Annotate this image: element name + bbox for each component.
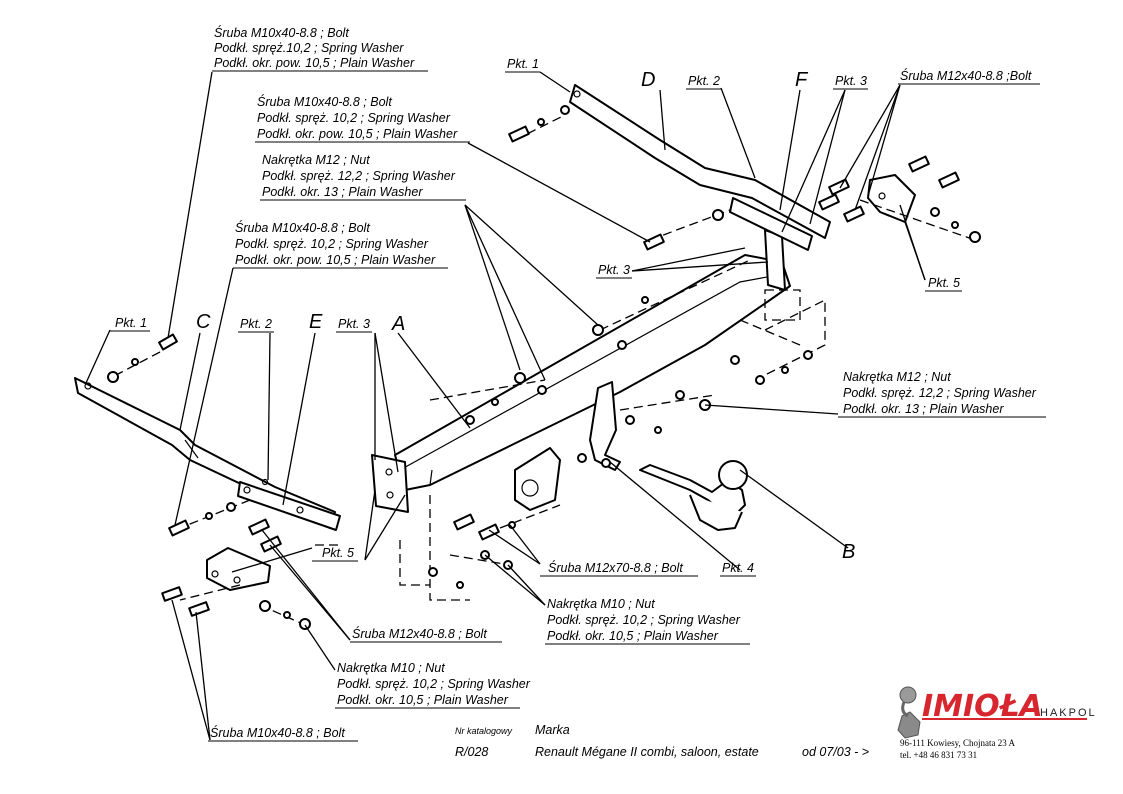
label-pkt4: Pkt. 4 <box>722 561 754 575</box>
label-pkt3-mid: Pkt. 3 <box>598 263 630 277</box>
hitch-icon <box>897 686 921 739</box>
label-nut-right-2: Podkł. spręż. 12,2 ; Spring Washer <box>843 386 1037 400</box>
label-bolt-left-1: Śruba M10x40-8.8 ; Bolt <box>235 220 370 235</box>
logo-address: 96-111 Kowiesy, Chojnata 23 A <box>900 738 1015 748</box>
label-bolt-m12x40-bottom: Śruba M12x40-8.8 ; Bolt <box>352 626 487 641</box>
label-pkt1-left: Pkt. 1 <box>115 316 147 330</box>
left-lower-bracket <box>206 547 271 591</box>
right-arm-d <box>569 84 831 239</box>
label-pkt3-top: Pkt. 3 <box>835 74 867 88</box>
title-block: Nr katalogowy R/028 Marka Renault Mégane… <box>455 723 869 759</box>
label-bolt-mid-3: Podkł. okr. pow. 10,5 ; Plain Washer <box>257 127 458 141</box>
label-nut-m10-bottom-1: Nakrętka M10 ; Nut <box>337 661 445 675</box>
brand-label: Marka <box>535 723 570 737</box>
socket-bracket <box>514 447 561 511</box>
label-nut-m10-bottom-3: Podkł. okr. 10,5 ; Plain Washer <box>337 693 509 707</box>
catalog-label: Nr katalogowy <box>455 726 513 736</box>
label-pkt2-top: Pkt. 2 <box>688 74 720 88</box>
left-plate-e <box>237 481 341 531</box>
dashed-guides <box>315 289 826 601</box>
logo-subtitle: HAKPOL <box>1040 707 1097 719</box>
center-hanger <box>589 381 621 471</box>
label-nut-m10-center-2: Podkł. spręż. 10,2 ; Spring Washer <box>547 613 741 627</box>
label-nut-upper-2: Podkł. spręż. 12,2 ; Spring Washer <box>262 169 456 183</box>
company-logo: IMIOŁA HAKPOL 96-111 Kowiesy, Chojnata 2… <box>897 686 1097 760</box>
label-bolt-bottom-left: Śruba M10x40-8.8 ; Bolt <box>210 725 345 740</box>
label-bolt-top-left-2: Podkł. spręż.10,2 ; Spring Washer <box>214 41 404 55</box>
label-pkt1-top: Pkt. 1 <box>507 57 539 71</box>
label-nut-upper-1: Nakrętka M12 ; Nut <box>262 153 370 167</box>
label-pkt5-left: Pkt. 5 <box>322 546 354 560</box>
label-nut-right-3: Podkł. okr. 13 ; Plain Washer <box>843 402 1004 416</box>
right-rear-bracket <box>867 174 916 223</box>
from-date: od 07/03 - > <box>802 745 869 759</box>
letter-d: D <box>641 69 655 91</box>
label-bolt-left-3: Podkł. okr. pow. 10,5 ; Plain Washer <box>235 253 436 267</box>
label-pkt3-left: Pkt. 3 <box>338 317 370 331</box>
label-bolt-mid-2: Podkł. spręż. 10,2 ; Spring Washer <box>257 111 451 125</box>
letter-f: F <box>795 69 809 91</box>
label-bolt-left-2: Podkł. spręż. 10,2 ; Spring Washer <box>235 237 429 251</box>
letter-c: C <box>196 311 211 333</box>
vehicle-model: Renault Mégane II combi, saloon, estate <box>535 745 759 759</box>
label-nut-m10-bottom-2: Podkł. spręż. 10,2 ; Spring Washer <box>337 677 531 691</box>
label-bolt-top-left-1: Śruba M10x40-8.8 ; Bolt <box>214 25 349 40</box>
label-pkt2-left: Pkt. 2 <box>240 317 272 331</box>
label-bolt-top-left-3: Podkł. okr. pow. 10,5 ; Plain Washer <box>214 56 415 70</box>
letter-e: E <box>309 311 323 333</box>
letter-b: B <box>842 541 855 563</box>
label-bolt-m12x70: Śruba M12x70-8.8 ; Bolt <box>548 560 683 575</box>
logo-phone: tel. +48 46 831 73 31 <box>900 750 977 760</box>
label-nut-m10-center-3: Podkł. okr. 10,5 ; Plain Washer <box>547 629 719 643</box>
label-nut-upper-3: Podkł. okr. 13 ; Plain Washer <box>262 185 423 199</box>
label-group: Śruba M10x40-8.8 ; Bolt Podkł. spręż.10,… <box>110 25 1046 742</box>
tow-ball-neck-b <box>639 460 748 531</box>
label-pkt5-right: Pkt. 5 <box>928 276 960 290</box>
leader-lines <box>85 71 926 741</box>
letter-a: A <box>391 313 405 335</box>
catalog-number: R/028 <box>455 745 488 759</box>
label-nut-right-1: Nakrętka M12 ; Nut <box>843 370 951 384</box>
label-nut-m10-center-1: Nakrętka M10 ; Nut <box>547 597 655 611</box>
label-bolt-m12-top: Śruba M12x40-8.8 ;Bolt <box>900 68 1032 83</box>
label-bolt-mid-1: Śruba M10x40-8.8 ; Bolt <box>257 94 392 109</box>
